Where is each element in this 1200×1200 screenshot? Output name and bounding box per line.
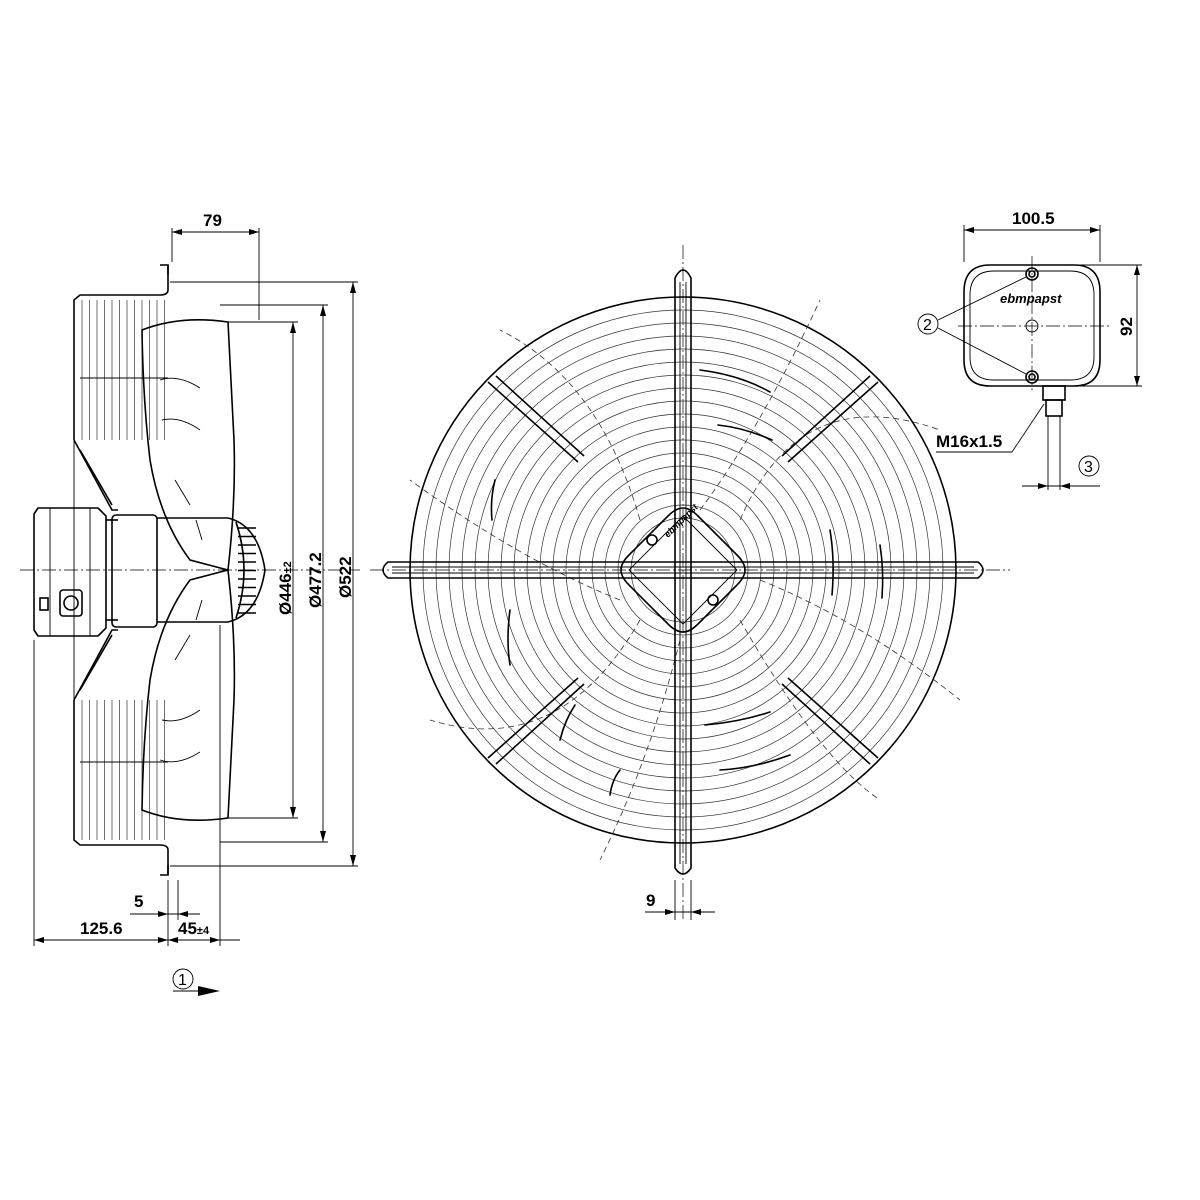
dim-79: 79 [203, 211, 222, 230]
guard-ring [630, 517, 736, 623]
dim-diameter-477: Ø477.2 [306, 552, 325, 608]
side-motor [111, 514, 266, 628]
guard-rings [409, 296, 957, 844]
callout-3: 3 [1084, 459, 1093, 476]
dim-5: 5 [134, 892, 143, 911]
guard-ring [565, 452, 801, 688]
dim-diameter-522: Ø522 [336, 556, 355, 598]
box-brand-logo: ebmpapst [1000, 291, 1062, 306]
side-terminal-box [33, 507, 118, 637]
front-view: ebmpapst 9 [370, 245, 1010, 920]
guard-ring [409, 296, 957, 844]
guard-ring [513, 400, 853, 740]
guard-ring [591, 478, 775, 662]
dim-45-tol: ±4 [197, 925, 210, 937]
guard-ring [487, 374, 879, 766]
front-blade-slots [490, 369, 884, 796]
svg-text:Ø446±2: Ø446±2 [276, 561, 295, 615]
dim-diameter-446: Ø446 [276, 573, 295, 615]
dim-92: 92 [1117, 317, 1136, 336]
terminal-box-detail: ebmpapst 100.5 92 2 M16x1.5 3 [917, 209, 1142, 490]
dim-9: 9 [646, 891, 655, 910]
guard-ring [617, 504, 749, 636]
side-dimensions: 79 Ø446±2 Ø477.2 Ø522 [33, 211, 358, 946]
side-blades [141, 318, 236, 822]
dim-125-6: 125.6 [80, 919, 123, 938]
front-vertical-bar [674, 269, 692, 875]
guard-ring [578, 465, 788, 675]
dim-100-5: 100.5 [1012, 209, 1055, 228]
svg-text:45±4: 45±4 [178, 919, 210, 938]
front-diagonal-struts [487, 375, 879, 765]
guard-ring [500, 387, 866, 753]
side-view: 79 Ø446±2 Ø477.2 Ø522 [20, 211, 360, 996]
airflow-callout: 1 [172, 968, 220, 996]
cable-gland-label: M16x1.5 [936, 432, 1002, 451]
guard-ring [422, 309, 944, 831]
guard-ring [539, 426, 827, 714]
dim-45: 45 [178, 919, 197, 938]
guard-ring [435, 322, 931, 818]
guard-ring [461, 348, 905, 792]
guard-ring [552, 439, 814, 701]
callout-1: 1 [178, 972, 187, 989]
front-blades [409, 299, 961, 861]
guard-ring [474, 361, 892, 779]
callout-2: 2 [923, 317, 932, 334]
guard-ring [448, 335, 918, 805]
front-dimension-9: 9 [645, 880, 715, 920]
guard-ring [526, 413, 840, 727]
front-horizontal-bar [382, 561, 984, 579]
guard-ring [604, 491, 762, 649]
dim-diameter-446-tol: ±2 [282, 561, 294, 573]
